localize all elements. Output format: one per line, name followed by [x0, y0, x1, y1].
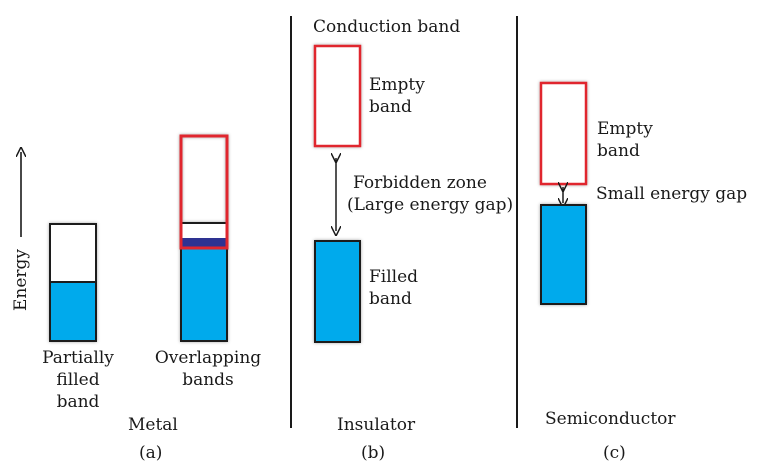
metal-title: Metal [128, 415, 178, 435]
panel-tag-b: (b) [361, 443, 386, 463]
insulator-empty-line: Empty [369, 75, 425, 95]
partial-band-label: Partially filled band [30, 347, 126, 413]
energy-label: Energy [11, 248, 31, 311]
overlap-label-line: bands [182, 370, 234, 390]
semiconductor-empty-label: Empty band [597, 118, 653, 162]
insulator-filled-line: Filled [369, 267, 419, 287]
upper-empty-band [179, 134, 229, 250]
conduction-band-label: Conduction band [313, 17, 461, 37]
insulator-empty-label: Empty band [369, 74, 425, 118]
panel-tag-c: (c) [603, 443, 626, 463]
semiconductor-empty-line: band [597, 141, 640, 161]
semiconductor-empty-band [539, 81, 588, 186]
semiconductor-title: Semiconductor [545, 409, 676, 429]
semiconductor-empty-line: Empty [597, 119, 653, 139]
partial-label-line: band [56, 392, 100, 412]
insulator-filled-label: Filled band [369, 266, 418, 310]
panel-tag-a: (a) [139, 443, 163, 463]
forbidden-zone-line: Forbidden zone [353, 173, 487, 193]
insulator-filled-line: band [369, 289, 412, 309]
overlap-strip [181, 238, 227, 247]
insulator-empty-line: band [369, 97, 412, 117]
forbidden-zone-label: Forbidden zone (Large energy gap) [347, 172, 513, 216]
overlap-label-line: Overlapping [154, 348, 262, 368]
partial-label-line: Partially [42, 348, 114, 368]
partially-filled-band [49, 223, 97, 342]
insulator-title: Insulator [337, 415, 416, 435]
overlap-band-label: Overlapping bands [146, 347, 270, 391]
insulator-empty-band [313, 44, 362, 148]
overlapping-bands [179, 134, 229, 342]
forbidden-zone-line: (Large energy gap) [347, 195, 514, 215]
insulator-filled-band [314, 240, 361, 343]
small-gap-label: Small energy gap [596, 184, 748, 204]
semiconductor-filled-band [540, 204, 587, 305]
partial-label-line: filled [56, 370, 100, 390]
